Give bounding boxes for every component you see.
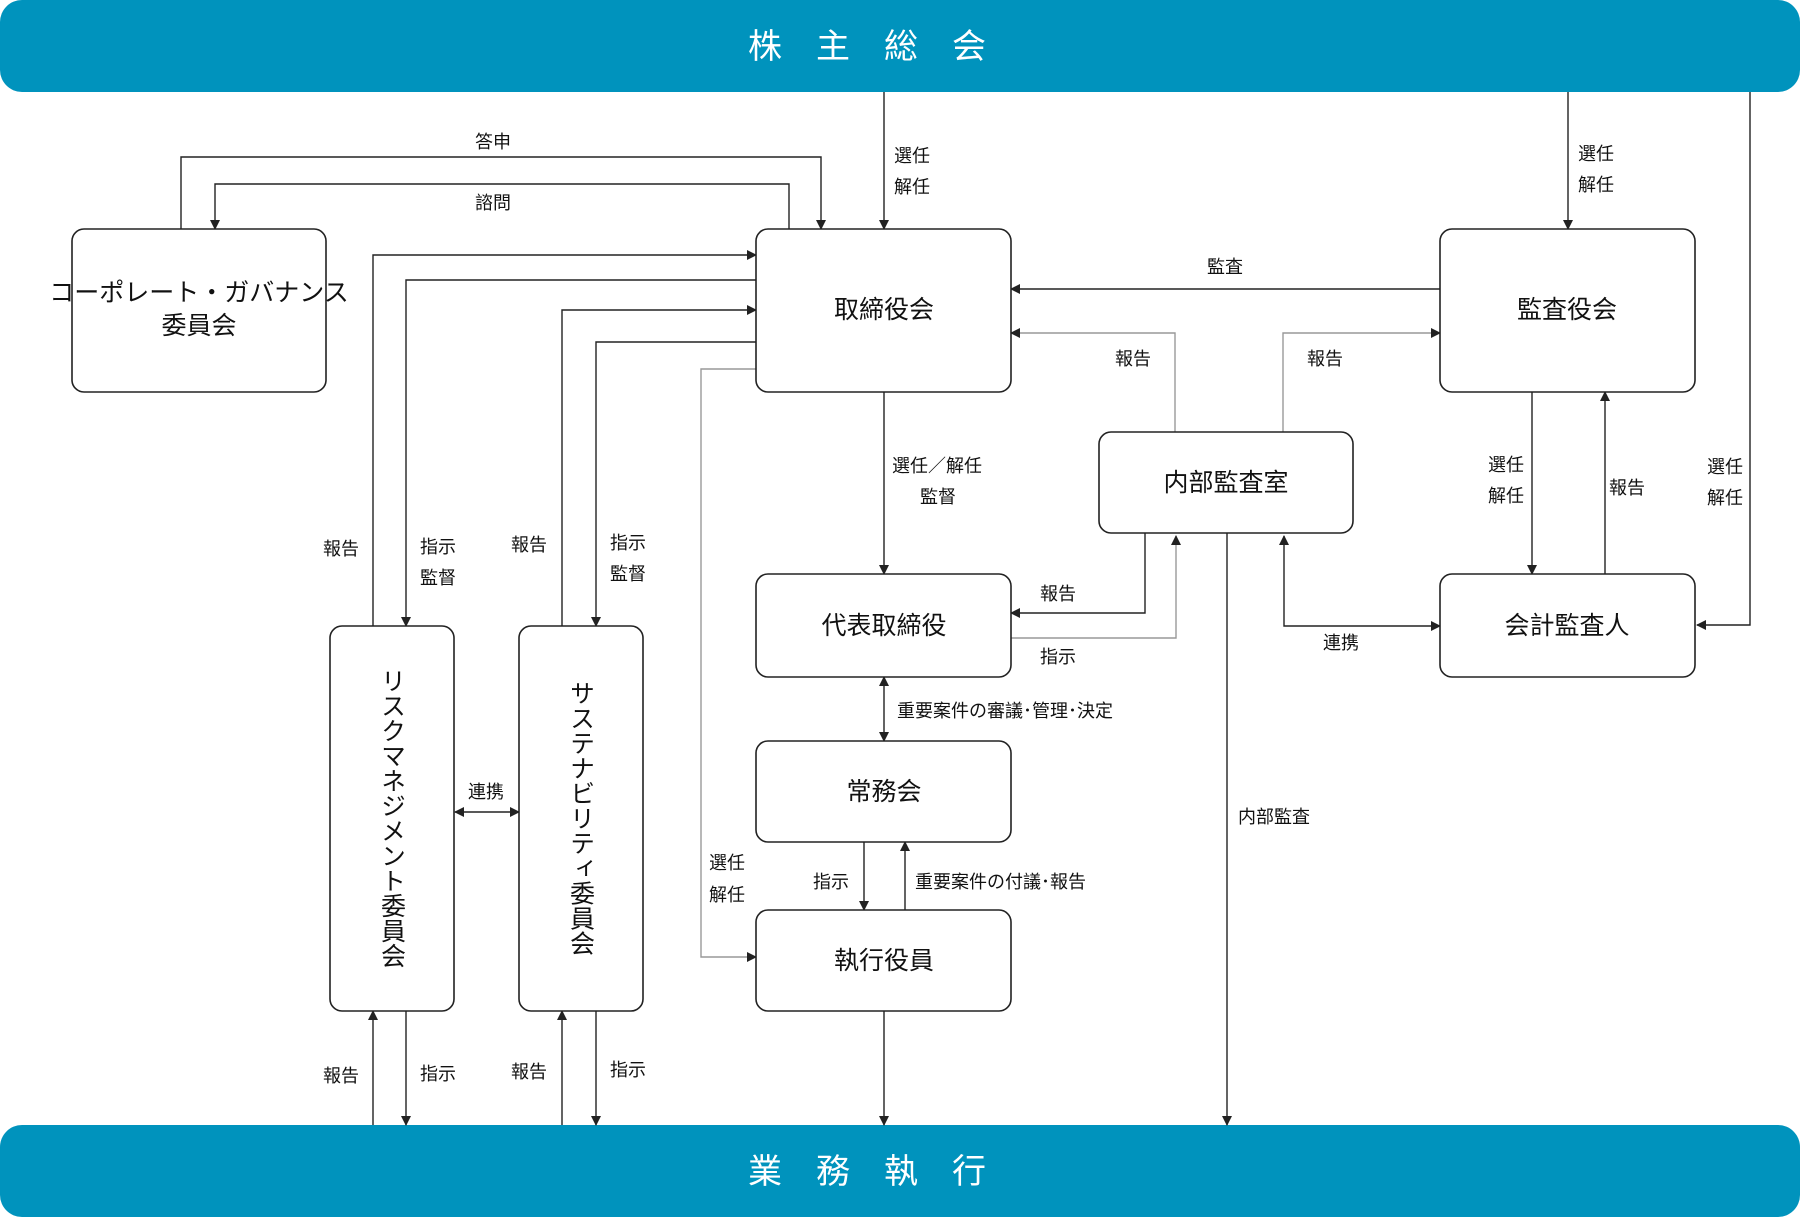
executive-officers-label: 執行役員 <box>834 946 934 975</box>
label-supervise-risk: 監督 <box>420 568 456 589</box>
connectors <box>180 92 1751 1126</box>
label-instruct-risk: 指示 <box>420 537 456 558</box>
label-dismiss-shareholder-accounting: 解任 <box>1707 488 1743 509</box>
governance-committee-box: コーポレート・ガバナンス 委員会 <box>49 228 349 393</box>
risk-management-committee-label: リスクマネジメント委員会 <box>378 668 407 968</box>
internal-audit-box: 内部監査室 <box>1098 431 1354 534</box>
label-elect-dismiss-representative: 選任／解任 <box>892 456 982 477</box>
executive-committee-box: 常務会 <box>755 740 1012 843</box>
label-report-sustainability: 報告 <box>511 535 547 556</box>
shareholders-meeting-label: 株主総会 <box>748 27 1020 67</box>
business-execution-banner: 業務執行 <box>0 1125 1800 1217</box>
label-report-answer: 答申 <box>475 132 511 153</box>
label-report-accounting: 報告 <box>1609 478 1645 499</box>
governance-committee-label-line2: 委員会 <box>161 311 236 340</box>
governance-committee-label-line1: コーポレート・ガバナンス <box>49 278 349 307</box>
representative-director-label: 代表取締役 <box>821 611 946 640</box>
executive-committee-label: 常務会 <box>846 777 921 806</box>
label-instruct-representative: 指示 <box>1040 647 1076 668</box>
sustainability-committee-box: サステナビリティ委員会 <box>518 625 644 1012</box>
label-instruct-risk-bottom: 指示 <box>420 1064 456 1085</box>
label-audit: 監査 <box>1207 257 1243 278</box>
label-report-internal-audit: 報告 <box>1307 349 1343 370</box>
edge-labels: 答申 諮問 選任 解任 選任 解任 監査 報告 報告 選任／解任 監督 選任 解… <box>323 132 1743 1087</box>
label-report-representative: 報告 <box>1040 584 1076 605</box>
label-important-report: 重要案件の付議･報告 <box>915 872 1086 893</box>
label-dismiss-board: 解任 <box>894 177 930 198</box>
label-elect-shareholder-accounting: 選任 <box>1707 457 1743 478</box>
label-dismiss-officers: 解任 <box>709 885 745 906</box>
executive-officers-box: 執行役員 <box>755 909 1012 1012</box>
internal-audit-label: 内部監査室 <box>1163 468 1288 497</box>
label-supervise-sustainability: 監督 <box>610 564 646 585</box>
label-instruct-sustainability: 指示 <box>610 533 646 554</box>
label-elect-officers: 選任 <box>709 853 745 874</box>
label-report-risk-bottom: 報告 <box>323 1066 359 1087</box>
representative-director-box: 代表取締役 <box>755 573 1012 678</box>
label-elect-audit: 選任 <box>1578 144 1614 165</box>
label-important-matters: 重要案件の審議･管理･決定 <box>897 701 1113 722</box>
label-report-sustainability-bottom: 報告 <box>511 1062 547 1083</box>
label-consult: 諮問 <box>475 193 511 214</box>
label-dismiss-accounting: 解任 <box>1488 486 1524 507</box>
label-internal-audit-flow: 内部監査 <box>1238 807 1310 828</box>
accounting-auditor-label: 会計監査人 <box>1504 611 1629 640</box>
label-dismiss-audit: 解任 <box>1578 175 1614 196</box>
label-elect-accounting: 選任 <box>1488 455 1524 476</box>
label-report-risk: 報告 <box>323 539 359 560</box>
sustainability-committee-label: サステナビリティ委員会 <box>567 681 596 956</box>
shareholders-meeting-banner: 株主総会 <box>0 0 1800 92</box>
board-of-directors-label: 取締役会 <box>834 295 934 324</box>
audit-board-box: 監査役会 <box>1439 228 1696 393</box>
label-instruct-officers: 指示 <box>813 872 849 893</box>
audit-board-label: 監査役会 <box>1517 295 1617 324</box>
label-supervise-representative: 監督 <box>920 487 956 508</box>
label-cooperate-committees: 連携 <box>468 782 504 803</box>
risk-management-committee-box: リスクマネジメント委員会 <box>329 625 455 1012</box>
label-elect-board: 選任 <box>894 146 930 167</box>
board-of-directors-box: 取締役会 <box>755 228 1012 393</box>
label-report-internal-board: 報告 <box>1115 349 1151 370</box>
accounting-auditor-box: 会計監査人 <box>1439 573 1696 678</box>
label-instruct-sustainability-bottom: 指示 <box>610 1060 646 1081</box>
label-cooperate-auditor: 連携 <box>1323 633 1359 654</box>
business-execution-label: 業務執行 <box>748 1152 1020 1192</box>
